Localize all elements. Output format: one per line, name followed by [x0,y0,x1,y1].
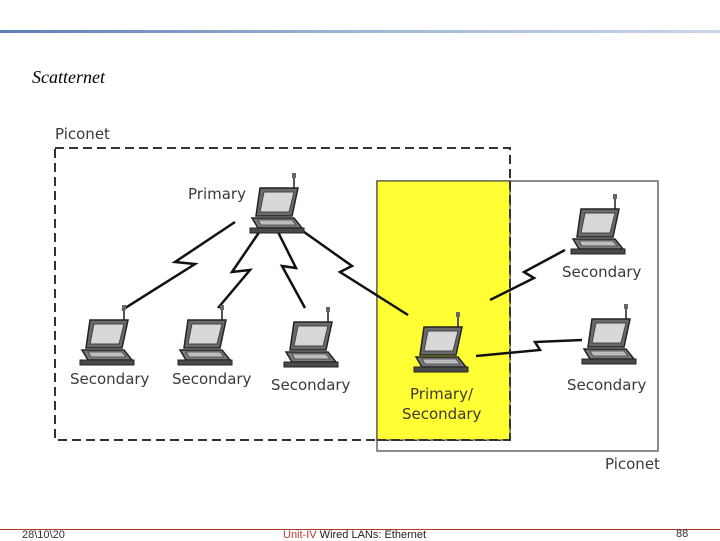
laptop-icon [177,304,233,366]
footer-topic: Wired LANs: Ethernet [316,529,427,541]
secondary-label-3: Secondary [271,376,351,394]
primary-label: Primary [188,185,246,203]
secondary-label-right-top: Secondary [562,263,642,281]
laptop-icon [79,304,135,366]
footer-rule [0,529,720,530]
wireless-link-primary-s3 [274,227,307,309]
secondary-label-right-bottom: Secondary [567,376,647,394]
wireless-link-primary-s1 [121,220,236,312]
piconet-left-label: Piconet [55,125,110,143]
laptop-icon [570,193,626,255]
bridge-label-line1: Primary/ [410,385,474,403]
wireless-link-primary-bridge [289,220,409,317]
piconet-left-boundary [54,147,511,441]
footer-title: Unit-IV Wired LANs: Ethernet [283,529,426,541]
laptop-icon [283,306,339,368]
footer-date: 28\10\20 [22,529,65,541]
wireless-link-primary-s2 [217,227,264,309]
header-rule [0,30,720,33]
wireless-link-bridge-rbottom [475,338,583,358]
slide-title: Scatternet [32,67,105,87]
wireless-link-bridge-rtop [489,248,566,302]
bridge-label-line2: Secondary [402,405,482,423]
laptop-icon [249,172,305,234]
secondary-label-2: Secondary [172,370,252,388]
piconet-right-label: Piconet [605,455,660,473]
secondary-label-1: Secondary [70,370,150,388]
laptop-icon [581,303,637,365]
footer-unit: Unit-IV [283,529,317,541]
page-number: 88 [676,528,689,540]
